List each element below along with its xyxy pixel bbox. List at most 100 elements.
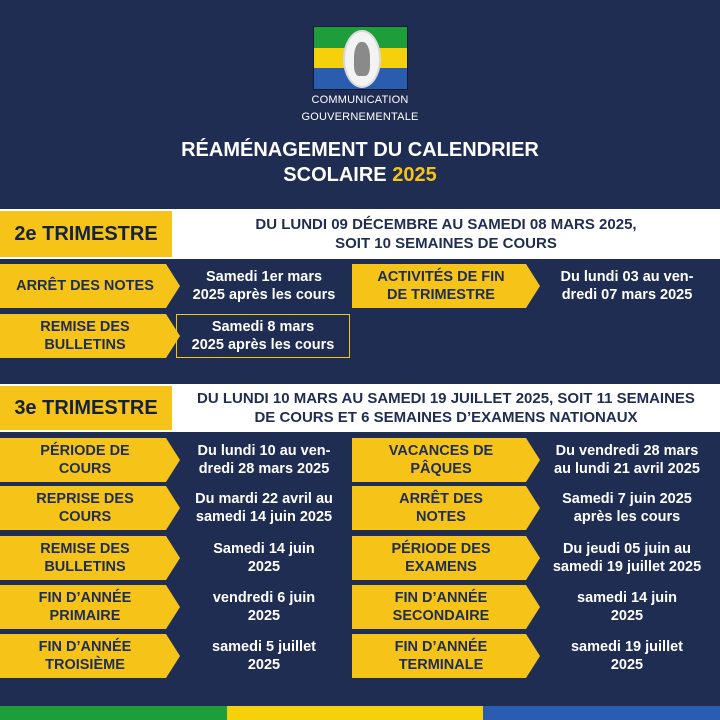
label-line-1: VACANCES DE	[388, 443, 494, 459]
label-line-1: FIN D’ANNÉE	[38, 590, 132, 606]
item-label: FIN D’ANNÉE TERMINALE	[352, 634, 540, 678]
label-line-2: COURS	[58, 509, 112, 525]
value-line-2: 2025	[247, 608, 281, 624]
label-line-2: TROISIÈME	[45, 657, 125, 673]
trimester-3-label: 3e TRIMESTRE	[0, 384, 172, 432]
trimester-2-dates-line-1: DU LUNDI 09 DÉCEMBRE AU SAMEDI 08 MARS 2…	[255, 216, 637, 233]
label-line-2: DE TRIMESTRE	[387, 287, 495, 303]
value-line-1: Du vendredi 28 mars	[555, 443, 699, 459]
item-label: ARRÊT DES NOTES	[0, 264, 180, 308]
value-line-1: Samedi 7 juin 2025	[562, 491, 692, 507]
value-line-1: Du jeudi 05 juin au	[562, 541, 692, 557]
item-label: FIN D’ANNÉE TROISIÈME	[0, 634, 180, 678]
value-line-2: 2025	[610, 608, 644, 624]
label-line-2: NOTES	[416, 509, 466, 525]
gabon-flag-seal-icon	[313, 26, 408, 90]
trimester-3-item: FIN D’ANNÉE SECONDAIRE samedi 14 juin 2025	[352, 585, 720, 629]
value-line-1: vendredi 6 juin	[212, 590, 316, 606]
label-line-2: PRIMAIRE	[49, 608, 121, 624]
item-label: REPRISE DES COURS	[0, 486, 180, 530]
page-title: RÉAMÉNAGEMENT DU CALENDRIER SCOLAIRE 202…	[100, 138, 620, 188]
item-label: PÉRIODE DES EXAMENS	[352, 536, 540, 580]
value-line-2: 2025	[247, 657, 281, 673]
label-line-1: PÉRIODE DES	[391, 541, 491, 557]
label-line-1: REMISE DES	[40, 541, 130, 557]
strip-green	[0, 706, 227, 720]
label-line-1: REPRISE DES	[36, 491, 134, 507]
item-value: Du lundi 10 au ven-dredi 28 mars 2025	[176, 438, 352, 482]
label-line-2: BULLETINS	[44, 559, 126, 575]
trimester-2-item: ACTIVITÉS DE FIN DE TRIMESTRE Du lundi 03…	[352, 264, 720, 308]
value-line-2: après les cours	[573, 509, 681, 525]
item-value: Du lundi 03 au ven-dredi 07 mars 2025	[534, 264, 720, 308]
label-line-1: ARRÊT DES NOTES	[16, 278, 154, 294]
value-line-2: samedi 14 juin 2025	[195, 509, 333, 525]
item-label: ACTIVITÉS DE FIN DE TRIMESTRE	[352, 264, 540, 308]
label-line-1: REMISE DES	[40, 319, 130, 335]
trimester-3-dates-line-2: DE COURS ET 6 SEMAINES D’EXAMENS NATIONA…	[254, 409, 638, 426]
value-line-1: Du lundi 03 au ven-	[560, 269, 694, 285]
item-value: Du mardi 22 avril au samedi 14 juin 2025	[176, 486, 352, 530]
item-value: samedi 14 juin 2025	[534, 585, 720, 629]
item-label: FIN D’ANNÉE SECONDAIRE	[352, 585, 540, 629]
value-line-2: 2025	[247, 559, 281, 575]
label-line-2: TERMINALE	[398, 657, 484, 673]
label-line-2: SECONDAIRE	[392, 608, 490, 624]
value-line-1: Du mardi 22 avril au	[195, 491, 333, 507]
item-value: vendredi 6 juin 2025	[176, 585, 352, 629]
value-line-2: 2025 après les cours	[192, 287, 336, 303]
value-line-1: samedi 5 juillet	[212, 639, 316, 655]
label-line-1: FIN D’ANNÉE	[38, 639, 132, 655]
label-line-1: FIN D’ANNÉE	[394, 639, 488, 655]
trimester-2-item: ARRÊT DES NOTES Samedi 1er mars 2025 aprè…	[0, 264, 352, 308]
value-line-2: dredi 07 mars 2025	[561, 287, 693, 303]
trimester-3-header: 3e TRIMESTRE DU LUNDI 10 MARS AU SAMEDI …	[0, 384, 720, 432]
item-value: Samedi 14 juin 2025	[176, 536, 352, 580]
trimester-3-item: REMISE DES BULLETINS Samedi 14 juin 2025	[0, 536, 352, 580]
trimester-3-dates: DU LUNDI 10 MARS AU SAMEDI 19 JUILLET 20…	[172, 384, 720, 432]
title-line-2: SCOLAIRE 2025	[100, 163, 620, 188]
value-line-2: dredi 28 mars 2025	[198, 461, 330, 477]
value-line-1: samedi 19 juillet	[570, 639, 684, 655]
value-line-1: Samedi 14 juin	[213, 541, 315, 557]
strip-yellow	[227, 706, 483, 720]
value-line-1: Du lundi 10 au ven-	[197, 443, 331, 459]
flag-color-strip	[0, 706, 720, 720]
strip-blue	[483, 706, 720, 720]
org-line-1: COMMUNICATION	[311, 94, 409, 106]
label-line-2: EXAMENS	[405, 559, 477, 575]
org-line-2: GOUVERNEMENTALE	[301, 111, 419, 123]
title-year: 2025	[392, 164, 437, 186]
label-line-2: PÂQUES	[410, 461, 472, 477]
trimester-3-item: REPRISE DES COURS Du mardi 22 avril au sam…	[0, 486, 352, 530]
label-line-1: PÉRIODE DE	[40, 443, 130, 459]
coat-of-arms-icon	[343, 30, 381, 88]
trimester-2-dates: DU LUNDI 09 DÉCEMBRE AU SAMEDI 08 MARS 2…	[172, 209, 720, 259]
value-line-2: samedi 19 juillet 2025	[552, 559, 702, 575]
item-value: Samedi 7 juin 2025 après les cours	[534, 486, 720, 530]
label-line-1: FIN D’ANNÉE	[394, 590, 488, 606]
value-line-2: 2025 après les cours	[191, 337, 335, 353]
trimester-3-item: FIN D’ANNÉE TROISIÈME samedi 5 juillet 202…	[0, 634, 352, 678]
trimester-3-item: FIN D’ANNÉE PRIMAIRE vendredi 6 juin 2025	[0, 585, 352, 629]
value-line-1: Samedi 1er mars	[205, 269, 323, 285]
label-line-2: BULLETINS	[44, 337, 126, 353]
title-line-1: RÉAMÉNAGEMENT DU CALENDRIER	[181, 139, 539, 161]
value-line-1: samedi 14 juin	[577, 590, 677, 606]
item-label: VACANCES DE PÂQUES	[352, 438, 540, 482]
trimester-2-header: 2e TRIMESTRE DU LUNDI 09 DÉCEMBRE AU SAM…	[0, 209, 720, 259]
trimester-3-dates-line-1: DU LUNDI 10 MARS AU SAMEDI 19 JUILLET 20…	[197, 390, 695, 407]
trimester-2-label: 2e TRIMESTRE	[0, 209, 172, 259]
item-value: Du jeudi 05 juin au samedi 19 juillet 202…	[534, 536, 720, 580]
label-line-1: ACTIVITÉS DE FIN	[377, 269, 505, 285]
